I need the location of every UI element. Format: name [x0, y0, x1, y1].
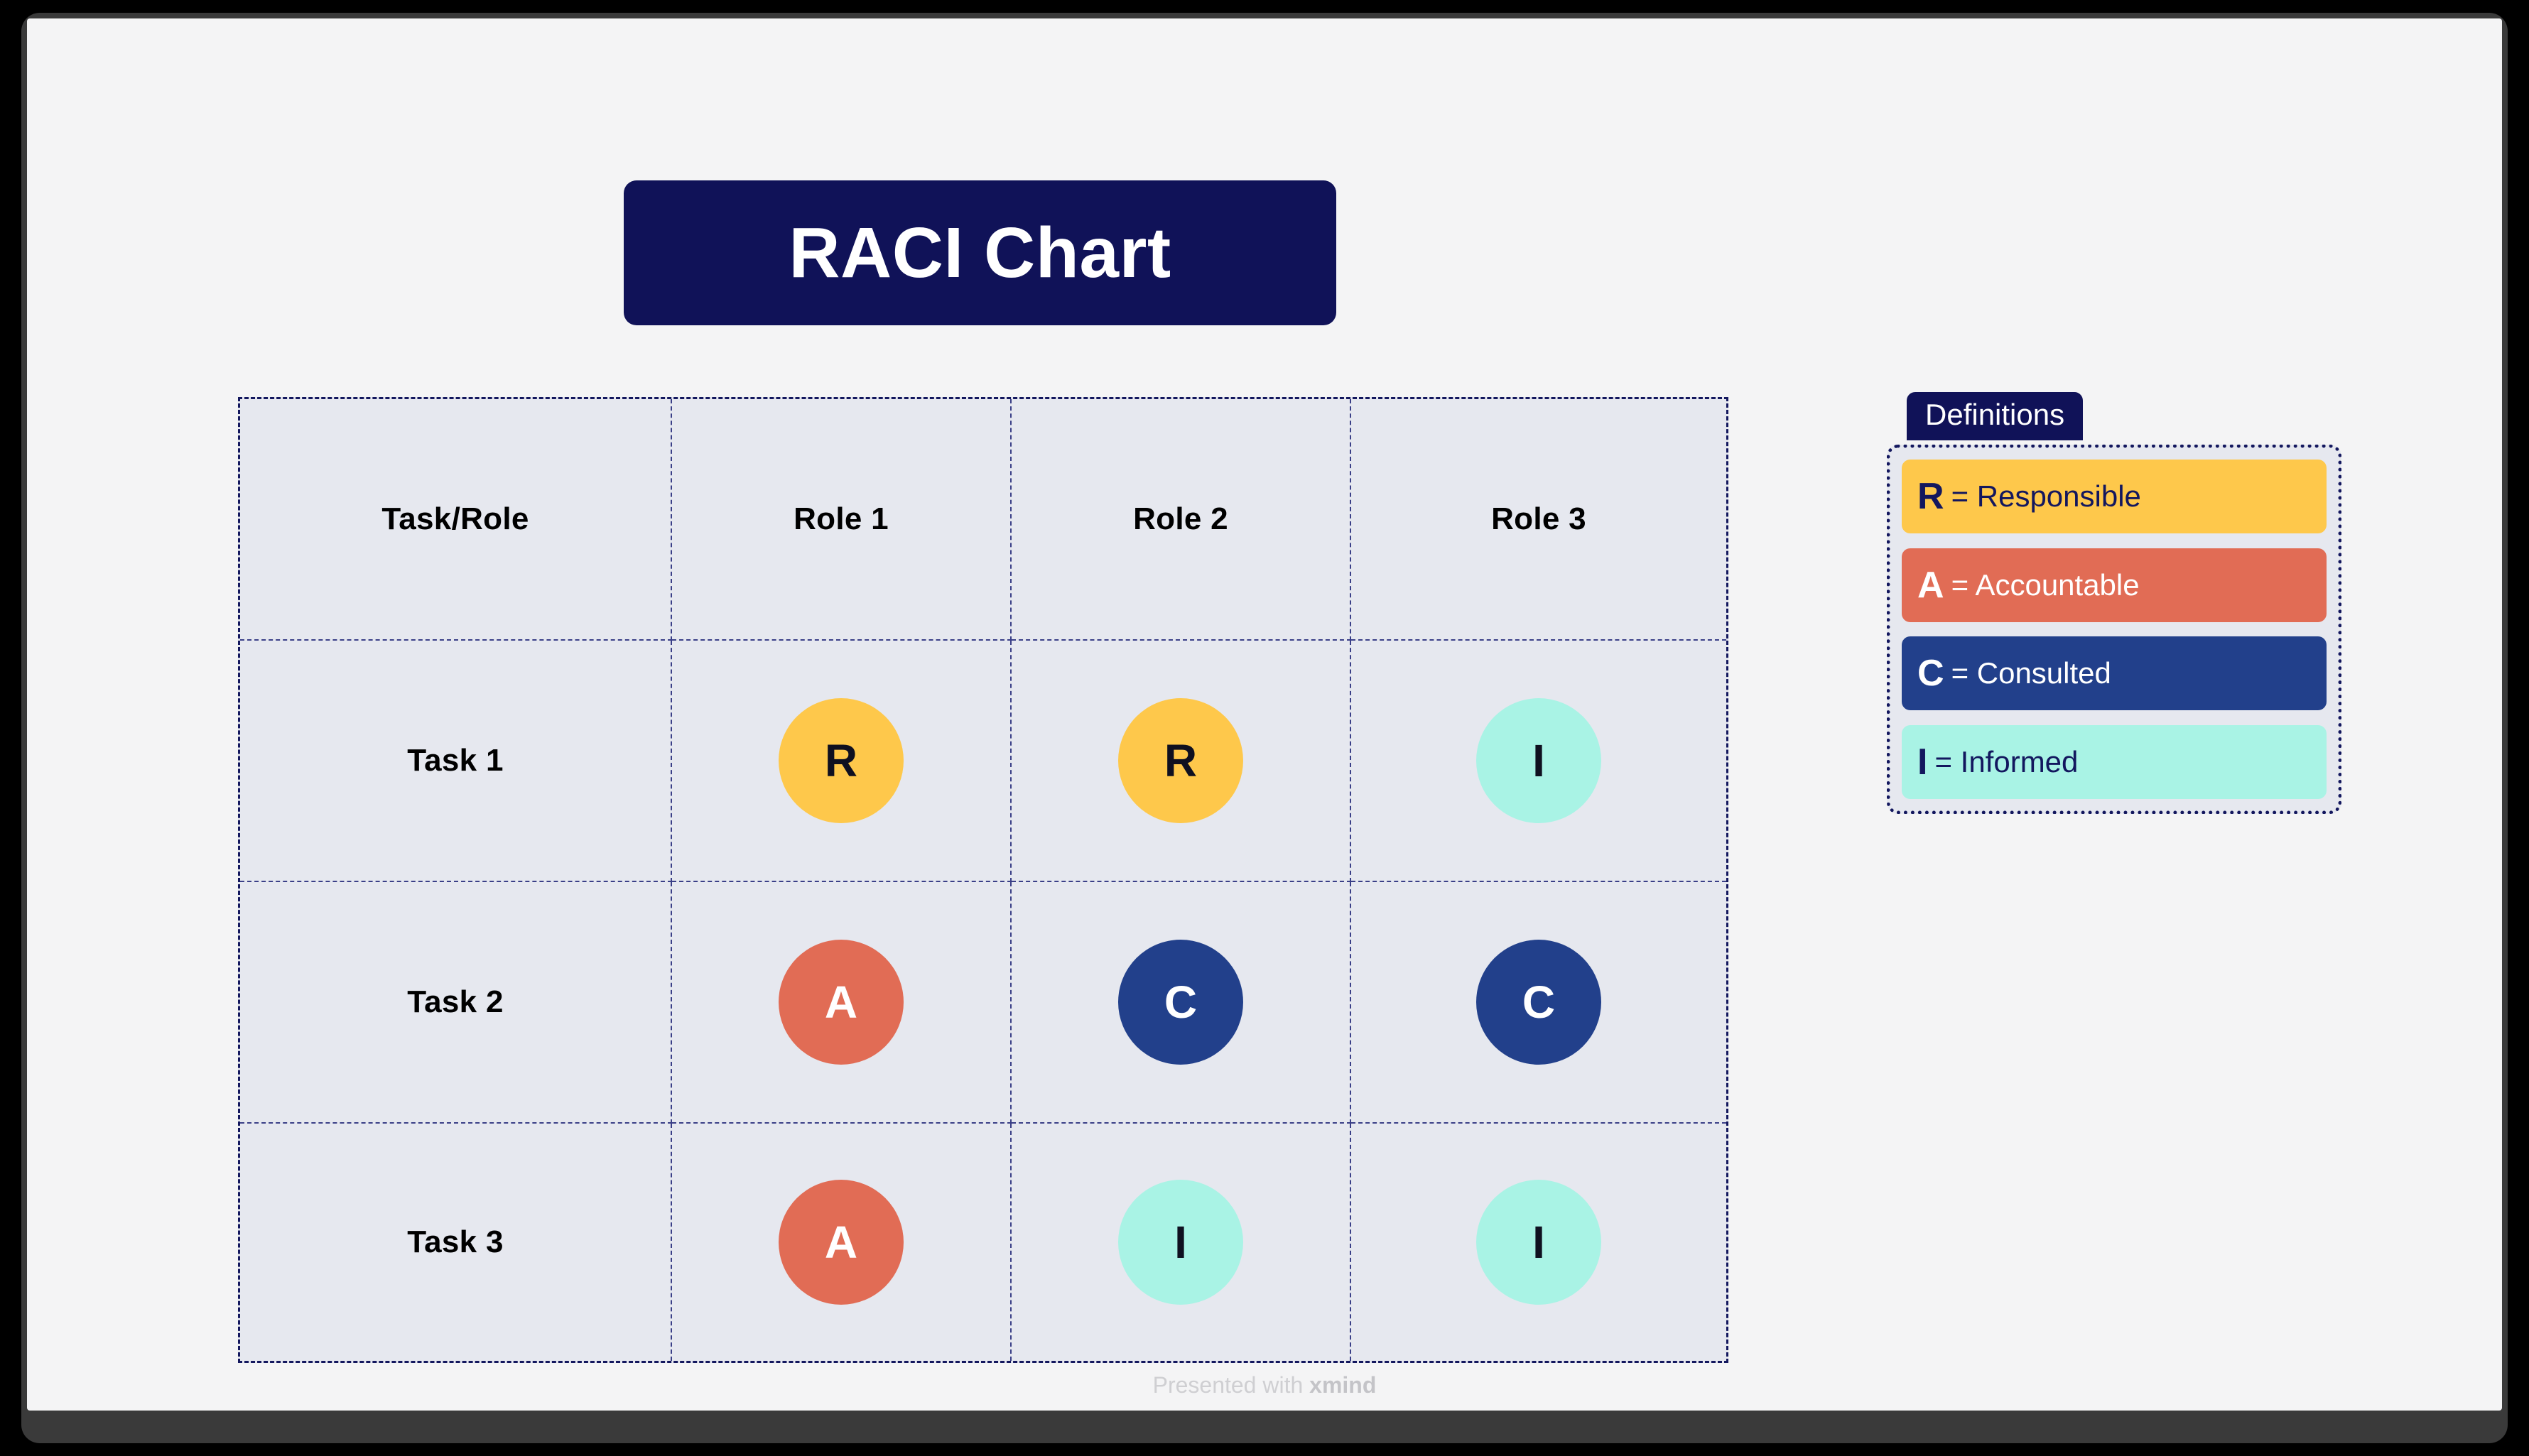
- task-label: Task 1: [407, 743, 504, 778]
- table-header-cell-task-role: Task/Role: [240, 399, 672, 641]
- legend-key: R: [1917, 476, 1944, 517]
- table-cell: C: [1351, 882, 1726, 1124]
- table-header-cell-role-1: Role 1: [672, 399, 1012, 641]
- legend-item-responsible[interactable]: R = Responsible: [1902, 460, 2327, 533]
- table-row-label-cell: Task 2: [240, 882, 672, 1124]
- table-cell: C: [1012, 882, 1351, 1124]
- task-label: Task 3: [407, 1224, 504, 1259]
- column-header-label: Role 3: [1491, 501, 1586, 536]
- table-cell: R: [672, 641, 1012, 882]
- table-cell: I: [1351, 1124, 1726, 1361]
- table-header-cell-role-3: Role 3: [1351, 399, 1726, 641]
- raci-badge[interactable]: A: [779, 1180, 904, 1305]
- column-header-label: Role 1: [794, 501, 889, 536]
- raci-badge[interactable]: R: [779, 698, 904, 823]
- legend-item-consulted[interactable]: C = Consulted: [1902, 636, 2327, 711]
- column-header-label: Role 2: [1133, 501, 1228, 536]
- table-row-label-cell: Task 1: [240, 641, 672, 882]
- legend-key: C: [1917, 653, 1944, 695]
- page-title: RACI Chart: [789, 213, 1171, 293]
- footer-credit: Presented with xmind: [27, 1372, 2502, 1398]
- table-cell: I: [1351, 641, 1726, 882]
- raci-badge[interactable]: I: [1476, 1180, 1601, 1305]
- table-row-label-cell: Task 3: [240, 1124, 672, 1361]
- legend-item-accountable[interactable]: A = Accountable: [1902, 548, 2327, 622]
- table-cell: R: [1012, 641, 1351, 882]
- definitions-box: R = Responsible A = Accountable C = Cons…: [1887, 445, 2341, 814]
- raci-badge[interactable]: I: [1118, 1180, 1243, 1305]
- legend-key: A: [1917, 564, 1944, 606]
- footer-brand-xmind: xmind: [1309, 1372, 1377, 1398]
- raci-badge[interactable]: C: [1476, 940, 1601, 1065]
- device-frame: RACI Chart Task/Role Role 1 Role 2 Role …: [21, 13, 2508, 1443]
- table-cell: A: [672, 1124, 1012, 1361]
- raci-badge[interactable]: R: [1118, 698, 1243, 823]
- table-cell: A: [672, 882, 1012, 1124]
- legend-text: = Accountable: [1951, 567, 2140, 602]
- legend-text: = Responsible: [1951, 479, 2141, 513]
- raci-badge[interactable]: I: [1476, 698, 1601, 823]
- slide-canvas: RACI Chart Task/Role Role 1 Role 2 Role …: [27, 18, 2502, 1411]
- raci-badge[interactable]: C: [1118, 940, 1243, 1065]
- legend-text: = Informed: [1934, 744, 2079, 778]
- raci-table: Task/Role Role 1 Role 2 Role 3 Task 1 R …: [238, 397, 1728, 1363]
- legend-key: I: [1917, 741, 1928, 783]
- task-label: Task 2: [407, 984, 504, 1019]
- footer-credit-prefix: Presented with: [1152, 1372, 1310, 1398]
- definitions-tab-label: Definitions: [1907, 392, 2084, 441]
- column-header-label: Task/Role: [381, 501, 529, 536]
- raci-badge[interactable]: A: [779, 940, 904, 1065]
- legend-text: = Consulted: [1951, 656, 2111, 690]
- table-cell: I: [1012, 1124, 1351, 1361]
- page-title-block: RACI Chart: [624, 180, 1336, 325]
- table-header-cell-role-2: Role 2: [1012, 399, 1351, 641]
- legend-item-informed[interactable]: I = Informed: [1902, 724, 2327, 799]
